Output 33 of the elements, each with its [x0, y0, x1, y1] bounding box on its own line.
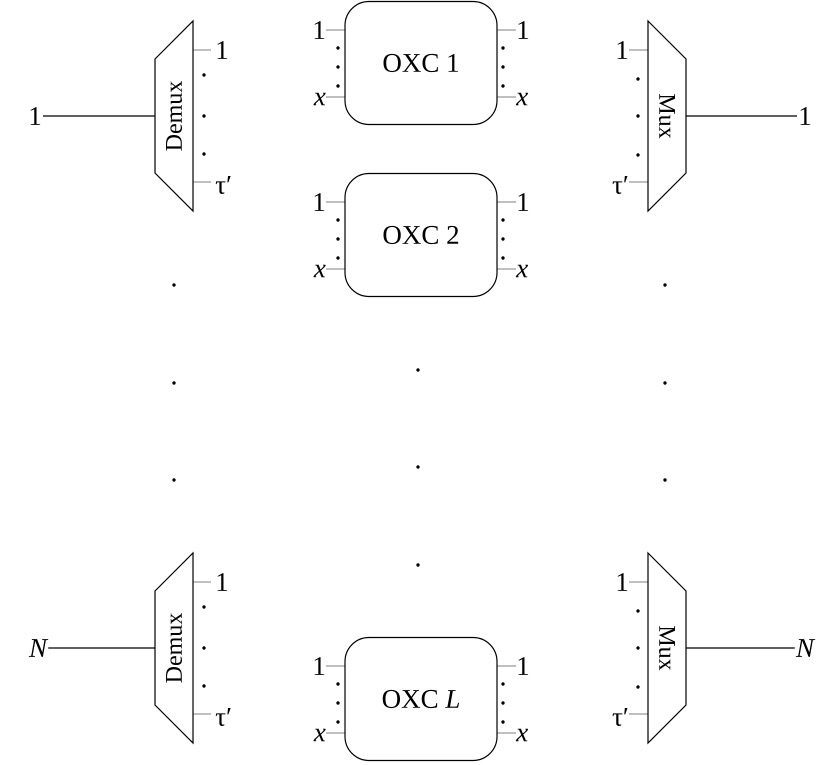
port-label: τ′ — [216, 176, 231, 194]
oxc-box: OXC 1 — [344, 0, 498, 126]
port-label: τ′ — [612, 708, 628, 726]
terminal-label: 1 — [30, 107, 40, 125]
signal-line — [686, 647, 795, 649]
port-label: 1 — [618, 41, 628, 59]
port-label: x — [314, 92, 326, 106]
port-label: 1 — [314, 193, 324, 211]
port-label: 1 — [618, 573, 628, 591]
port-label: 1 — [218, 41, 228, 59]
port-label: x — [516, 264, 528, 278]
demux-trapezoid: Demux — [154, 20, 194, 212]
port-label: 1 — [314, 21, 324, 39]
oxc-box: OXC L — [344, 636, 498, 762]
port-label: x — [516, 92, 528, 106]
signal-line — [42, 115, 155, 117]
port-label: x — [516, 728, 528, 742]
terminal-label: 1 — [800, 107, 810, 125]
port-label: τ′ — [612, 176, 628, 194]
demux-trapezoid: Demux — [154, 552, 194, 744]
port-label: x — [314, 728, 326, 742]
signal-line — [686, 115, 798, 117]
port-label: τ′ — [216, 708, 231, 726]
port-label: 1 — [518, 193, 528, 211]
port-label: 1 — [314, 657, 324, 675]
oxc-box: OXC 2 — [344, 172, 498, 298]
signal-line — [48, 647, 155, 649]
port-label: 1 — [518, 21, 528, 39]
port-label: x — [314, 264, 326, 278]
terminal-label: N — [796, 639, 816, 657]
terminal-label: N — [28, 639, 48, 657]
port-label: 1 — [218, 573, 228, 591]
port-label: 1 — [518, 657, 528, 675]
